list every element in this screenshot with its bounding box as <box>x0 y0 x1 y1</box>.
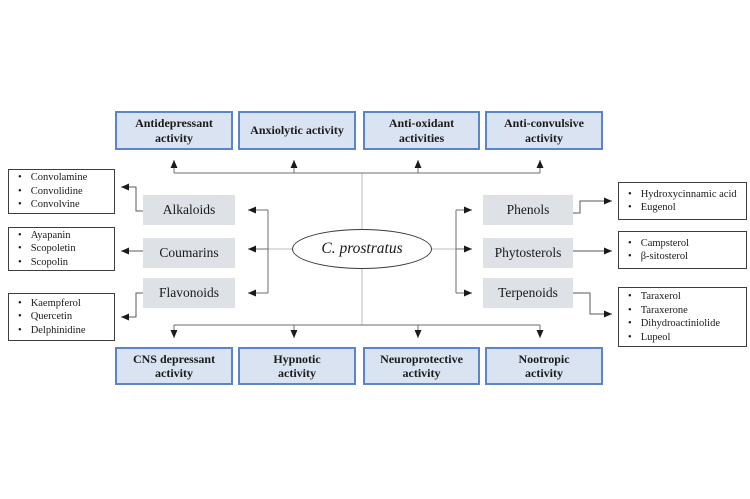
activity-box-anticonvulsive: Anti-convulsive activity <box>485 111 603 150</box>
compound-class-terpenoids: Terpenoids <box>483 278 573 308</box>
constituent-item: Dihydroactiniolide <box>623 317 742 331</box>
constituent-item: Taraxerone <box>623 304 742 318</box>
center-label: C. prostratus <box>321 240 403 257</box>
activity-label: Nootropic <box>518 351 570 366</box>
constituent-item: Campsterol <box>623 237 742 251</box>
constituent-item: Convolvine <box>13 198 110 212</box>
activity-box-cns-depressant: CNS depressant activity <box>115 347 233 385</box>
constituent-item: Scopoletin <box>13 242 110 256</box>
constituent-item: Convolamine <box>13 171 110 185</box>
compound-label: Terpenoids <box>498 285 558 300</box>
compound-class-flavonoids: Flavonoids <box>143 278 235 308</box>
constituent-list-coumarins: Ayapanin Scopoletin Scopolin <box>8 227 115 271</box>
center-node-c-prostratus: C. prostratus <box>292 229 432 269</box>
activity-label: activities <box>398 130 445 145</box>
activity-box-antioxidant: Anti-oxidant activities <box>363 111 480 150</box>
activity-label: Neuroprotective <box>380 351 463 366</box>
constituent-item: Delphinidine <box>13 324 110 338</box>
constituent-list-phytosterols: Campsterol β-sitosterol <box>618 231 747 269</box>
constituent-item: β-sitosterol <box>623 250 742 264</box>
activity-label: Anti-convulsive <box>503 116 584 130</box>
activity-label: activity <box>155 130 193 145</box>
compound-class-phytosterols: Phytosterols <box>483 238 573 268</box>
activity-label: activity <box>155 366 193 380</box>
constituent-list-flavonoids: Kaempferol Quercetin Delphinidine <box>8 293 115 341</box>
compound-label: Coumarins <box>159 245 219 260</box>
constituent-list-alkaloids: Convolamine Convolidine Convolvine <box>8 169 115 214</box>
compound-label: Phenols <box>506 202 550 217</box>
constituent-item: Convolidine <box>13 185 110 199</box>
constituent-item: Taraxerol <box>623 290 742 304</box>
constituent-list-phenols: Hydroxycinnamic acid Eugenol <box>618 182 747 220</box>
activity-label: activity <box>525 366 563 380</box>
activity-box-hypnotic: Hypnotic activity <box>238 347 356 385</box>
activity-box-neuroprotective: Neuroprotective activity <box>363 347 480 385</box>
constituent-item: Lupeol <box>623 331 742 345</box>
constituent-item: Eugenol <box>623 201 742 215</box>
activity-label: activity <box>278 366 316 380</box>
constituent-item: Quercetin <box>13 310 110 324</box>
compound-label: Phytosterols <box>494 245 562 260</box>
activity-label: Antidepressant <box>135 116 213 130</box>
activity-box-antidepressant: Antidepressant activity <box>115 111 233 150</box>
compound-label: Alkaloids <box>162 202 216 217</box>
constituent-item: Scopolin <box>13 256 110 270</box>
activity-label: activity <box>525 130 563 145</box>
activity-box-nootropic: Nootropic activity <box>485 347 603 385</box>
compound-class-alkaloids: Alkaloids <box>143 195 235 225</box>
activity-label: CNS depressant <box>132 351 216 366</box>
elbow-alkaloids-list <box>121 183 143 212</box>
constituent-item: Ayapanin <box>13 229 110 243</box>
elbow-terpenoids-list <box>573 292 612 318</box>
activity-label: activity <box>402 366 441 380</box>
activity-label: Anti-oxidant <box>388 116 455 130</box>
activity-label: Anxiolytic activity <box>250 123 344 138</box>
elbow-flavonoids-list <box>121 292 143 321</box>
constituent-item: Hydroxycinnamic acid <box>623 188 742 202</box>
compound-label: Flavonoids <box>158 285 219 300</box>
constituent-list-terpenoids: Taraxerol Taraxerone Dihydroactiniolide … <box>618 287 747 347</box>
compound-class-coumarins: Coumarins <box>143 238 235 268</box>
elbow-phenols-list <box>573 197 612 214</box>
activity-box-anxiolytic: Anxiolytic activity <box>238 111 356 150</box>
constituent-item: Kaempferol <box>13 297 110 311</box>
activity-label: Hypnotic <box>273 351 321 366</box>
compound-class-phenols: Phenols <box>483 195 573 225</box>
